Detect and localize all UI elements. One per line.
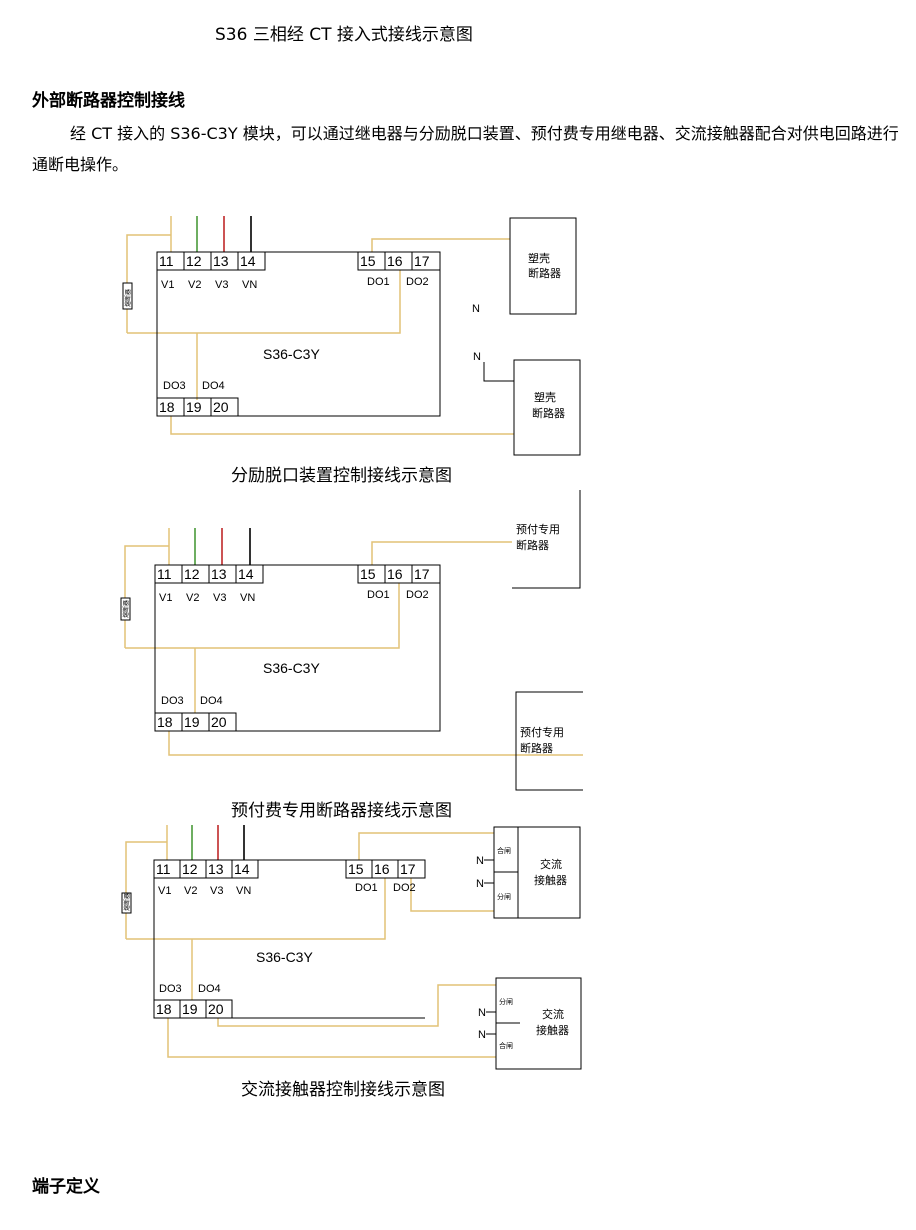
- d1-terminal-15: 15: [360, 253, 376, 269]
- d1-neutral-1: N: [472, 303, 480, 315]
- d3-contactor-top-line1: 交流: [540, 857, 562, 871]
- d2-do4-label: DO4: [200, 695, 223, 707]
- d2-breaker-top-line2: 断路器: [516, 538, 549, 552]
- d1-do3-label: DO3: [163, 380, 186, 392]
- d2-terminal-16: 16: [387, 566, 403, 582]
- d3-label-v3: V3: [210, 885, 223, 897]
- d3-contactor-bottom-line2: 接触器: [536, 1023, 569, 1037]
- caption-prepaid-breaker: 预付费专用断路器接线示意图: [231, 801, 452, 821]
- d1-do1-label: DO1: [367, 276, 390, 288]
- d2-breaker-bottom-line2: 断路器: [520, 741, 553, 755]
- d3-bottom-slot-open: 分闸: [499, 997, 513, 1006]
- d1-do4-label: DO4: [202, 380, 225, 392]
- d2-breaker-top-line1: 预付专用: [516, 522, 560, 536]
- d3-do4-label: DO4: [198, 983, 221, 995]
- d2-module-name: S36-C3Y: [263, 660, 320, 676]
- d2-terminal-12: 12: [184, 566, 200, 582]
- d2-terminal-20: 20: [211, 714, 227, 730]
- diagram-shunt-trip: 11 12 13 14 15 16 17 18 19 20 S36-C3Y V1…: [122, 216, 581, 456]
- d2-terminal-13: 13: [211, 566, 227, 582]
- d1-breaker-top-line1: 塑壳: [528, 251, 550, 265]
- d2-terminal-15: 15: [360, 566, 376, 582]
- d3-contactor-bottom-line1: 交流: [542, 1007, 564, 1021]
- caption-ac-contactor: 交流接触器控制接线示意图: [241, 1080, 445, 1100]
- d1-breaker-top-line2: 断路器: [528, 266, 561, 280]
- d1-terminal-13: 13: [213, 253, 229, 269]
- d3-terminal-11: 11: [156, 861, 171, 877]
- d2-terminal-11: 11: [157, 566, 172, 582]
- d2-label-v2: V2: [186, 592, 199, 604]
- d2-do1-label: DO1: [367, 589, 390, 601]
- diagram-ac-contactor: 11 12 13 14 15 16 17 18 19 20 S36-C3Y V1…: [121, 825, 582, 1070]
- d3-top-slot-close: 合闸: [497, 846, 511, 855]
- d3-neutral-4: N: [478, 1029, 486, 1041]
- caption-shunt-trip: 分励脱口装置控制接线示意图: [231, 466, 452, 486]
- d3-terminal-13: 13: [208, 861, 224, 877]
- d2-do3-label: DO3: [161, 695, 184, 707]
- d2-label-vn: VN: [240, 592, 255, 604]
- d3-module-name: S36-C3Y: [256, 949, 313, 965]
- d1-terminal-16: 16: [387, 253, 403, 269]
- d3-label-v1: V1: [158, 885, 171, 897]
- diagram-prepaid-breaker: 11 12 13 14 15 16 17 18 19 20 S36-C3Y V1…: [120, 490, 583, 791]
- d3-terminal-12: 12: [182, 861, 198, 877]
- d3-neutral-1: N: [476, 855, 484, 867]
- d1-terminal-14: 14: [240, 253, 256, 269]
- d1-neutral-2: N: [473, 351, 481, 363]
- d1-terminal-11: 11: [159, 253, 174, 269]
- d3-neutral-3: N: [478, 1007, 486, 1019]
- d1-label-vn: VN: [242, 279, 257, 291]
- d1-terminal-12: 12: [186, 253, 202, 269]
- document-title: S36 三相经 CT 接入式接线示意图: [215, 25, 473, 45]
- d3-terminal-19: 19: [182, 1001, 198, 1017]
- d3-do2-label: DO2: [393, 882, 416, 894]
- d2-fuse-label: 熔断器: [122, 600, 130, 618]
- d2-do2-label: DO2: [406, 589, 429, 601]
- d3-terminal-20: 20: [208, 1001, 224, 1017]
- d1-fuse-label: 熔断器: [124, 289, 132, 307]
- section-heading-external-breaker: 外部断路器控制接线: [32, 91, 185, 111]
- section-heading-terminal-definition: 端子定义: [32, 1177, 100, 1197]
- d1-terminal-19: 19: [186, 399, 202, 415]
- d2-breaker-bottom-line1: 预付专用: [520, 725, 564, 739]
- d3-terminal-14: 14: [234, 861, 250, 877]
- d2-terminal-17: 17: [414, 566, 430, 582]
- d3-neutral-2: N: [476, 878, 484, 890]
- d3-terminal-18: 18: [156, 1001, 172, 1017]
- d2-terminal-14: 14: [238, 566, 254, 582]
- intro-paragraph: 经 CT 接入的 S36-C3Y 模块，可以通过继电器与分励脱口装置、预付费专用…: [32, 124, 899, 174]
- d1-breaker-bottom-line1: 塑壳: [534, 390, 556, 404]
- d1-label-v1: V1: [161, 279, 174, 291]
- d3-contactor-top-line2: 接触器: [534, 873, 567, 887]
- d3-top-slot-open: 分闸: [497, 892, 511, 901]
- d1-terminal-17: 17: [414, 253, 430, 269]
- d1-label-v3: V3: [215, 279, 228, 291]
- d3-terminal-16: 16: [374, 861, 390, 877]
- d2-terminal-19: 19: [184, 714, 200, 730]
- d1-do2-label: DO2: [406, 276, 429, 288]
- d3-label-v2: V2: [184, 885, 197, 897]
- d1-label-v2: V2: [188, 279, 201, 291]
- d3-terminal-17: 17: [400, 861, 416, 877]
- d3-fuse-label: 熔断器: [123, 893, 131, 911]
- d3-bottom-slot-close: 合闸: [499, 1041, 513, 1050]
- d3-do1-label: DO1: [355, 882, 378, 894]
- d3-do3-label: DO3: [159, 983, 182, 995]
- d2-label-v3: V3: [213, 592, 226, 604]
- d1-module-name: S36-C3Y: [263, 346, 320, 362]
- d1-breaker-bottom-line2: 断路器: [532, 406, 565, 420]
- d1-terminal-18: 18: [159, 399, 175, 415]
- d2-terminal-18: 18: [157, 714, 173, 730]
- d2-label-v1: V1: [159, 592, 172, 604]
- d1-terminal-20: 20: [213, 399, 229, 415]
- d3-terminal-15: 15: [348, 861, 364, 877]
- d3-label-vn: VN: [236, 885, 251, 897]
